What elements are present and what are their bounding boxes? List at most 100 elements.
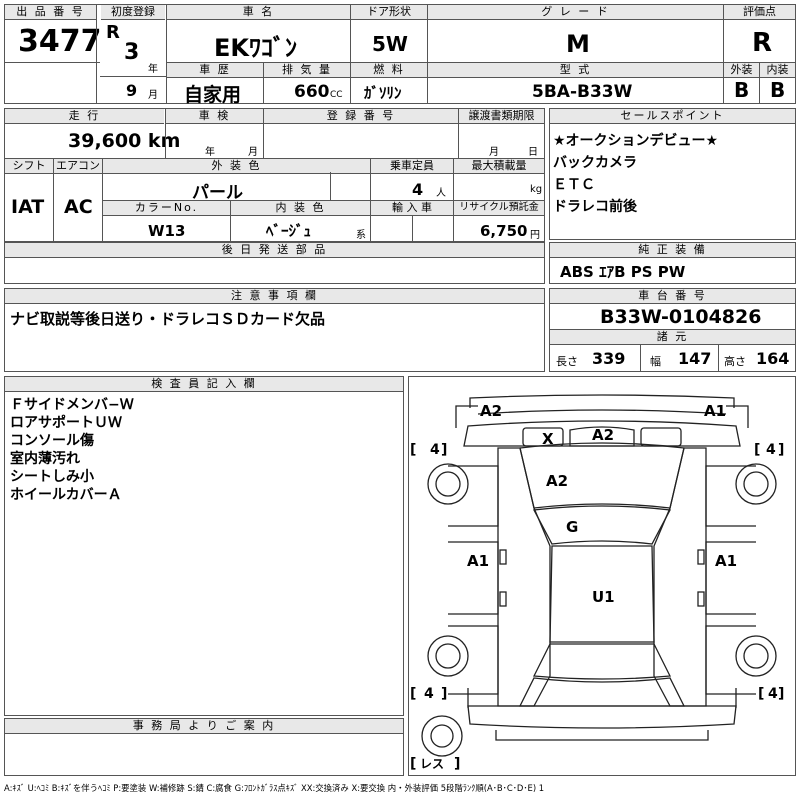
history-label: 車 歴 <box>167 63 263 78</box>
ac-label: エアコン <box>54 159 102 174</box>
door-type: 5W <box>372 32 408 56</box>
reg-year: 3 <box>124 40 140 65</box>
car-name: EKﾜｺﾞﾝ <box>214 34 297 62</box>
recycle: 6,750 <box>480 222 528 240</box>
notes-label: 注 意 事 項 欄 <box>5 289 544 304</box>
plate-label: 登 録 番 号 <box>264 109 458 124</box>
door-label: ドア形状 <box>351 5 427 20</box>
inspection-year-unit: 年 <box>205 147 215 158</box>
lot-number: 3477 <box>18 24 102 59</box>
score-label: 評価点 <box>724 5 795 20</box>
import-label: 輸 入 車 <box>371 201 453 216</box>
tire-depth-rl: 4 <box>424 686 434 702</box>
chassis-number: B33W-0104826 <box>600 306 762 328</box>
ac: AC <box>64 196 93 218</box>
grade-label: グ レ ー ド <box>428 5 723 20</box>
capacity-label: 乗車定員 <box>371 159 453 174</box>
first-reg-label: 初度登録 <box>101 5 165 20</box>
load-unit: kg <box>530 184 543 195</box>
interior-color-unit: 系 <box>356 230 366 241</box>
tire-depth-rr: 4 <box>768 686 778 702</box>
color-no-label: カラーNo. <box>103 201 230 216</box>
equipment-value: ABS ｴｱB PS PW <box>560 263 686 281</box>
color: パール <box>192 183 243 203</box>
inspector-line-3: コンソール傷 <box>10 433 94 449</box>
color-label: 外 装 色 <box>103 159 370 174</box>
car-diagram: [4] [4] [4] [4] [レス] A2 A1 X A2 A2 G A1 … <box>410 394 784 772</box>
car-name-label: 車 名 <box>167 5 350 20</box>
inspector-label: 検 査 員 記 入 欄 <box>5 377 403 392</box>
recycle-unit: 円 <box>530 230 540 241</box>
exterior-grade: B <box>734 78 750 102</box>
lot-label: 出 品 番 号 <box>5 5 96 20</box>
model: 5BA-B33W <box>532 82 633 102</box>
model-label: 型 式 <box>428 63 723 78</box>
mark-hood: A2 <box>546 472 568 490</box>
fuel-label: 燃 料 <box>351 63 427 78</box>
mark-rear: U1 <box>592 588 615 606</box>
inspector-line-2: ロアサポートＵＷ <box>10 415 122 431</box>
height-label: 高さ <box>724 355 746 368</box>
transfer-label: 譲渡書類期限 <box>459 109 544 124</box>
inspector-line-1: Ｆサイドメンバ−Ｗ <box>10 397 134 413</box>
svg-text:]: ] <box>778 686 784 702</box>
inspector-line-5: シートしみ小 <box>10 469 94 485</box>
spare-tire: レス <box>420 757 444 771</box>
mileage-label: 走 行 <box>5 109 164 124</box>
color-no: W13 <box>148 222 186 240</box>
svg-text:]: ] <box>778 442 784 458</box>
interior-label: 内装 <box>760 63 795 78</box>
interior-grade: B <box>770 78 786 102</box>
displacement-unit: CC <box>330 90 343 100</box>
width-value: 147 <box>678 349 712 368</box>
inspection-label: 車 検 <box>166 109 263 124</box>
equipment-label: 純 正 装 備 <box>550 243 795 258</box>
score: R <box>752 28 773 58</box>
sales-point-2: バックカメラ <box>553 155 637 171</box>
transfer-day-unit: 日 <box>528 147 538 158</box>
top-section <box>4 4 796 104</box>
era-letter: R <box>106 22 120 43</box>
interior-color-label: 内 装 色 <box>231 201 370 216</box>
recycle-label: リサイクル預託金 <box>454 201 544 216</box>
svg-text:[: [ <box>410 442 416 458</box>
displacement-label: 排 気 量 <box>264 63 350 78</box>
interior-color: ﾍﾞｰｼﾞｭ <box>266 222 312 240</box>
sales-point-3: ＥＴＣ <box>553 177 595 193</box>
reg-month: 9 <box>126 81 138 100</box>
displacement: 660 <box>294 82 330 102</box>
tire-depth-fr: 4 <box>766 442 776 458</box>
tire-depth-fl: 4 <box>430 442 440 458</box>
legend: A:ｷｽﾞ U:ﾍｺﾐ B:ｷｽﾞを伴うﾍｺﾐ P:要塗装 W:補修跡 S:錆 … <box>4 783 545 793</box>
svg-text:]: ] <box>441 686 447 702</box>
svg-text:[: [ <box>754 442 760 458</box>
history: 自家用 <box>184 84 242 106</box>
mark-front-left: A2 <box>480 402 502 420</box>
mileage: 39,600 km <box>68 130 181 152</box>
svg-text:]: ] <box>441 442 447 458</box>
mark-right-side: A1 <box>715 552 737 570</box>
office-label: 事 務 局 よ り ご 案 内 <box>5 719 403 734</box>
fuel: ｶﾞｿﾘﾝ <box>364 84 402 102</box>
sales-points-box <box>549 108 796 240</box>
inspector-box <box>4 376 404 716</box>
mark-windshield-left: X <box>542 430 554 448</box>
inspection-month-unit: 月 <box>248 147 258 158</box>
load-label: 最大積載量 <box>454 159 544 174</box>
inspector-line-6: ホイールカバーＡ <box>10 487 122 503</box>
shift-label: シフト <box>5 159 53 174</box>
svg-text:[: [ <box>410 686 416 702</box>
length-label: 長さ <box>556 355 578 368</box>
width-label: 幅 <box>650 355 661 368</box>
month-unit: 月 <box>148 90 158 101</box>
mark-front-right: A1 <box>704 402 726 420</box>
svg-text:[: [ <box>758 686 764 702</box>
sales-points-label: セールスポイント <box>550 109 795 124</box>
inspector-line-4: 室内薄汚れ <box>10 451 80 467</box>
height-value: 164 <box>756 349 790 368</box>
sales-point-4: ドラレコ前後 <box>553 199 637 215</box>
shift: IAT <box>11 196 45 218</box>
notes-text: ナビ取説等後日送り・ドラレコＳＤカード欠品 <box>10 310 326 328</box>
mark-roof: G <box>566 518 578 536</box>
sales-point-1: ★オークションデビュー★ <box>553 133 719 149</box>
